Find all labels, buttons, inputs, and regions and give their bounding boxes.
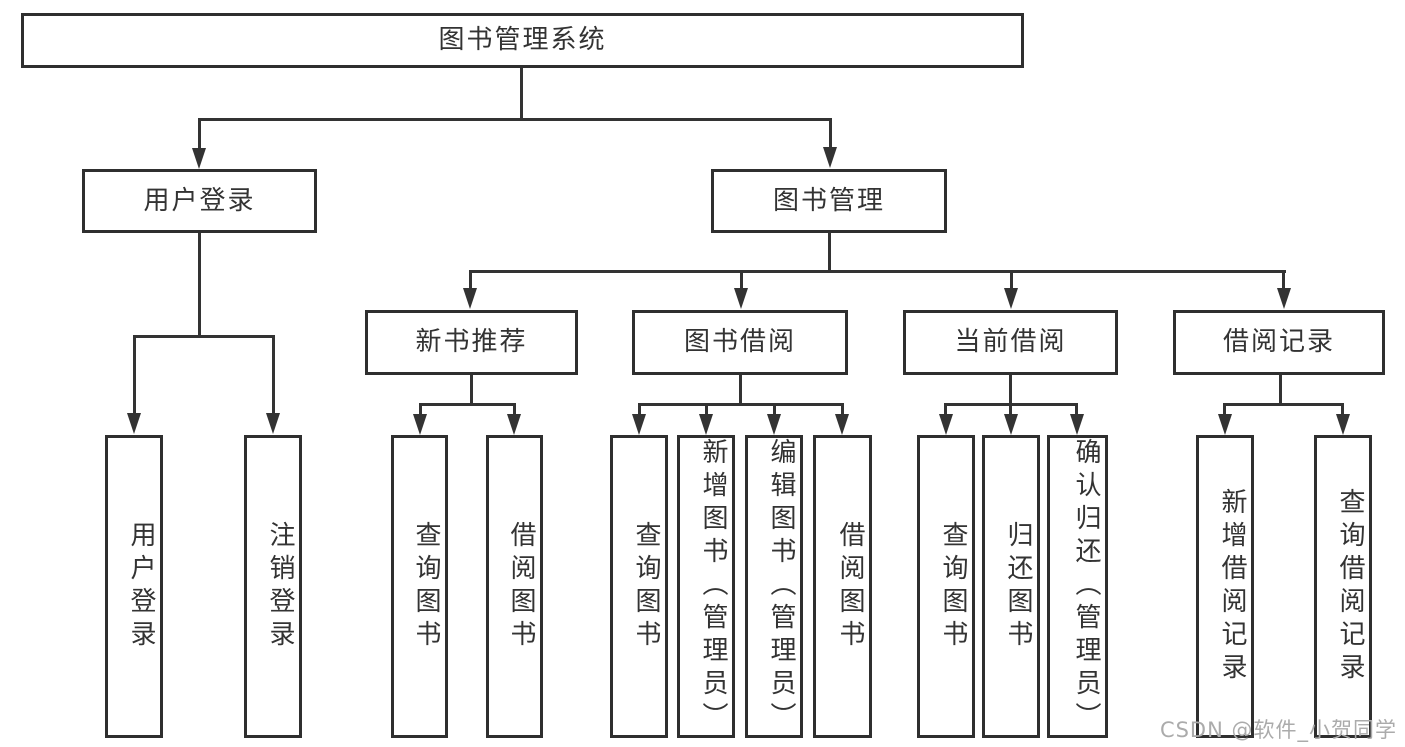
connector-borrow-records-stem [1279, 375, 1282, 405]
leaf-edit-books-admin: 编辑图书（管理员） [745, 435, 803, 738]
arrowhead [699, 414, 713, 435]
connector-stem [841, 403, 844, 417]
leaf-query-books-borrow: 查询图书 [610, 435, 668, 738]
connector-stem [1341, 403, 1344, 417]
leaf-query-books-current-label: 查询图书 [938, 520, 968, 653]
arrowhead-borrow-records [1277, 288, 1291, 309]
connector-stem [1075, 403, 1078, 417]
connector-book-mgmt-stem [828, 232, 831, 272]
connector-user-login-stem [198, 233, 201, 337]
arrowhead-leaf-logout [266, 413, 280, 434]
node-new-book-recommend: 新书推荐 [365, 310, 578, 375]
connector-stem-book-borrow [740, 270, 743, 292]
leaf-add-books-admin-label: 新增图书（管理员） [698, 438, 728, 735]
node-user-login-label: 用户登录 [143, 186, 256, 216]
connector-stem [705, 403, 708, 417]
leaf-query-books-current: 查询图书 [917, 435, 975, 738]
connector-stem-current-borrow [1010, 270, 1013, 292]
leaf-logout: 注销登录 [244, 435, 302, 738]
connector-stem [638, 403, 641, 417]
arrowhead-new-book [463, 288, 477, 309]
connector-stem [944, 403, 947, 417]
connector-stem [1009, 403, 1012, 417]
node-borrow-records: 借阅记录 [1173, 310, 1385, 375]
connector-level3-bar [469, 270, 1286, 273]
leaf-query-borrow-record-label: 查询借阅记录 [1335, 487, 1365, 686]
connector-stem [513, 403, 516, 417]
connector-stem-user-login [198, 118, 201, 152]
arrowhead [507, 414, 521, 435]
csdn-watermark: CSDN @软件_小贺同学 [1159, 718, 1397, 742]
leaf-user-login: 用户登录 [105, 435, 163, 738]
connector-stem [1223, 403, 1226, 417]
leaf-query-borrow-record: 查询借阅记录 [1314, 435, 1372, 738]
connector-new-book-stem [470, 375, 473, 405]
leaf-query-books-recommend: 查询图书 [391, 435, 448, 738]
connector-stem [773, 403, 776, 417]
connector-stem-borrow-records [1282, 270, 1285, 292]
node-root: 图书管理系统 [21, 13, 1024, 68]
leaf-edit-books-admin-label: 编辑图书（管理员） [766, 438, 796, 735]
leaf-confirm-return-admin: 确认归还（管理员） [1047, 435, 1108, 738]
leaf-borrow-books: 借阅图书 [813, 435, 872, 738]
arrowhead-leaf-login [127, 413, 141, 434]
arrowhead [1218, 414, 1232, 435]
arrowhead [767, 414, 781, 435]
connector-new-book-bar [419, 403, 516, 406]
connector-borrow-records-bar [1223, 403, 1344, 406]
node-new-book-recommend-label: 新书推荐 [415, 327, 528, 357]
connector-root-stem [520, 68, 523, 119]
connector-stem-leaf-logout [272, 335, 275, 417]
connector-book-borrow-bar [638, 403, 844, 406]
leaf-add-borrow-record-label: 新增借阅记录 [1217, 487, 1247, 686]
leaf-query-books-borrow-label: 查询图书 [631, 520, 661, 653]
arrowhead [835, 414, 849, 435]
connector-stem-book-mgmt [829, 118, 832, 152]
arrowhead-user-login [192, 148, 206, 169]
leaf-user-login-label: 用户登录 [126, 520, 156, 653]
leaf-confirm-return-admin-label: 确认归还（管理员） [1071, 438, 1101, 735]
connector-stem [419, 403, 422, 417]
leaf-borrow-books-label: 借阅图书 [835, 520, 865, 653]
node-book-mgmt: 图书管理 [711, 169, 947, 233]
arrowhead [1070, 414, 1084, 435]
leaf-borrow-books-recommend-label: 借阅图书 [506, 520, 536, 653]
node-current-borrow: 当前借阅 [903, 310, 1118, 375]
node-root-label: 图书管理系统 [438, 25, 607, 55]
connector-book-borrow-stem [739, 375, 742, 405]
connector-user-login-bar [133, 335, 275, 338]
leaf-return-books: 归还图书 [982, 435, 1040, 738]
leaf-add-books-admin: 新增图书（管理员） [677, 435, 735, 738]
leaf-borrow-books-recommend: 借阅图书 [486, 435, 543, 738]
node-book-borrow-label: 图书借阅 [683, 327, 796, 357]
connector-current-borrow-stem [1009, 375, 1012, 405]
node-user-login: 用户登录 [82, 169, 317, 233]
node-current-borrow-label: 当前借阅 [954, 327, 1067, 357]
leaf-logout-label: 注销登录 [265, 520, 295, 653]
connector-stem-new-book [469, 270, 472, 292]
arrowhead [1004, 414, 1018, 435]
arrowhead [1336, 414, 1350, 435]
leaf-add-borrow-record: 新增借阅记录 [1196, 435, 1254, 738]
node-borrow-records-label: 借阅记录 [1222, 327, 1335, 357]
arrowhead [939, 414, 953, 435]
connector-stem-leaf-login [133, 335, 136, 417]
connector-level2-bar [198, 118, 832, 121]
arrowhead-book-borrow [734, 288, 748, 309]
arrowhead-current-borrow [1004, 288, 1018, 309]
arrowhead [413, 414, 427, 435]
arrowhead [632, 414, 646, 435]
leaf-query-books-recommend-label: 查询图书 [411, 520, 441, 653]
node-book-borrow: 图书借阅 [632, 310, 848, 375]
arrowhead-book-mgmt [823, 147, 837, 168]
leaf-return-books-label: 归还图书 [1003, 520, 1033, 653]
node-book-mgmt-label: 图书管理 [772, 186, 885, 216]
